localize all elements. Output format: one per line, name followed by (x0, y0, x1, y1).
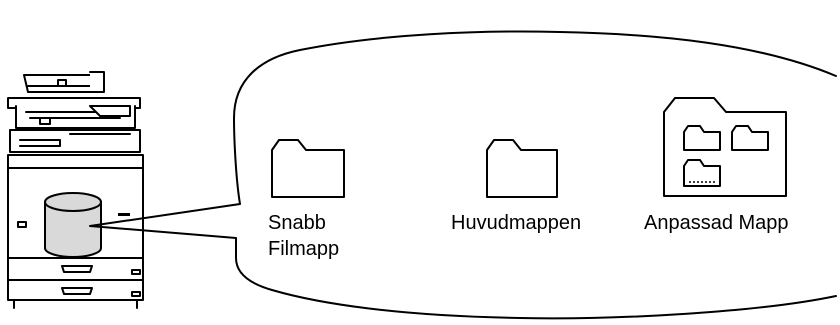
storage-drive-icon (44, 192, 102, 258)
quick-file-folder-label-line2: Filmapp (268, 238, 340, 260)
main-folder-label: Huvudmappen (451, 212, 582, 234)
quick-file-folder-label-line1: Snabb (268, 212, 326, 234)
callout-bubble (89, 30, 837, 320)
multifunction-printer-icon (7, 71, 144, 309)
folder-icon (663, 97, 787, 197)
custom-folder-label: Anpassad Mapp (644, 212, 789, 234)
folder-icon (486, 139, 558, 198)
folder-icon (271, 139, 345, 198)
quick-file-folder-label: Snabb Filmapp (268, 210, 339, 262)
ellipsis-dots (689, 181, 715, 183)
